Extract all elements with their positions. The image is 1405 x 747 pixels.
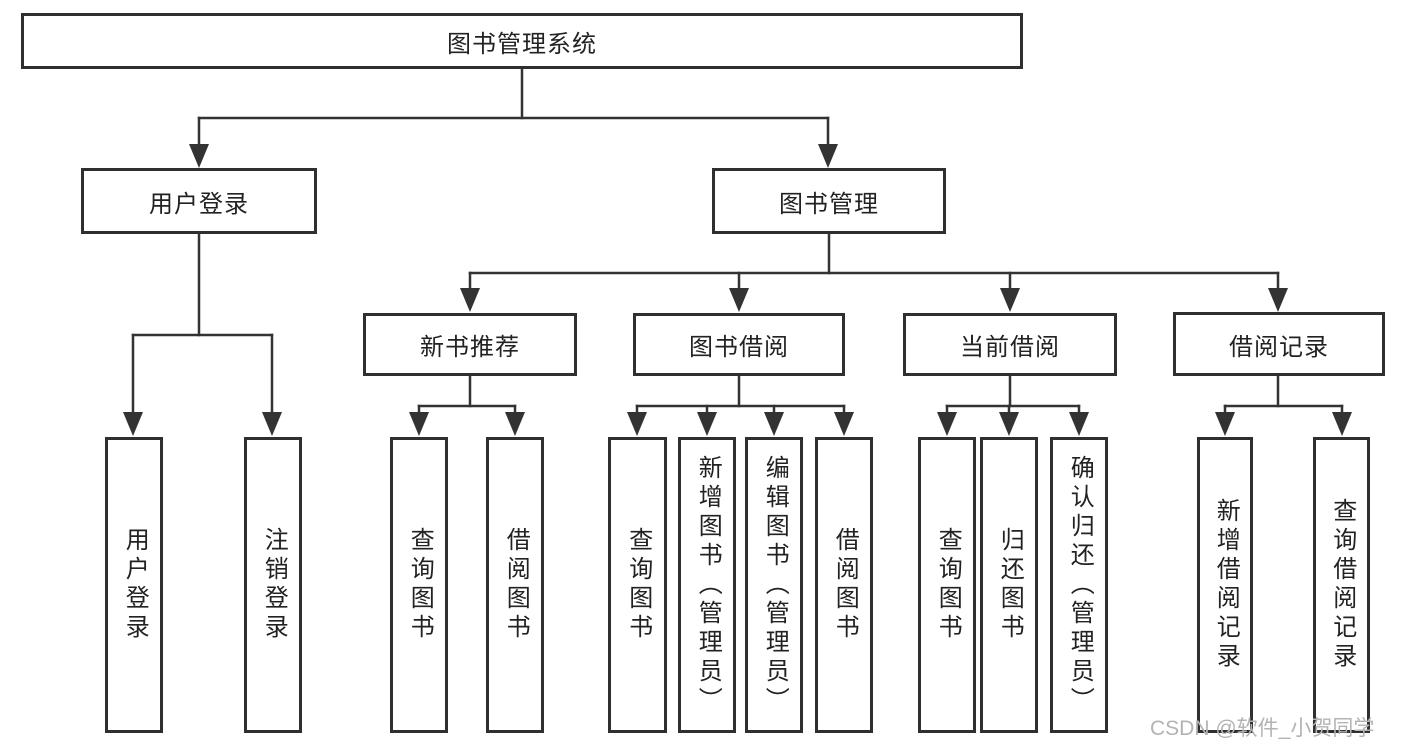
- leaf-logout-label: 注销登录: [260, 527, 288, 643]
- node-borrowing-records-label: 借阅记录: [1229, 333, 1329, 361]
- node-library-system: 图书管理系统: [21, 13, 1023, 69]
- leaf-query-books-recommend-label: 查询图书: [406, 527, 434, 643]
- leaf-borrow-books-recommend: 借阅图书: [486, 437, 544, 733]
- node-borrowing-records: 借阅记录: [1173, 312, 1385, 376]
- leaf-return-books: 归还图书: [980, 437, 1038, 733]
- leaf-add-borrow-record: 新增借阅记录: [1197, 437, 1253, 733]
- leaf-logout: 注销登录: [244, 437, 302, 733]
- node-current-borrowing: 当前借阅: [903, 313, 1117, 376]
- node-book-management-label: 图书管理: [779, 190, 879, 218]
- node-new-book-recommendation: 新书推荐: [363, 313, 577, 376]
- leaf-add-book-admin-label: 新增图书（管理员）: [694, 454, 722, 716]
- leaf-add-book-admin: 新增图书（管理员）: [678, 437, 736, 733]
- leaf-query-books-borrowing-label: 查询图书: [624, 527, 652, 643]
- leaf-borrow-books-label: 借阅图书: [831, 527, 859, 643]
- node-current-borrowing-label: 当前借阅: [960, 334, 1060, 361]
- leaf-query-borrow-record: 查询借阅记录: [1313, 437, 1370, 733]
- node-book-management: 图书管理: [712, 168, 946, 234]
- leaf-add-borrow-record-label: 新增借阅记录: [1212, 498, 1240, 672]
- leaf-confirm-return-admin-label: 确认归还（管理员）: [1066, 454, 1094, 716]
- leaf-query-books-current: 查询图书: [918, 437, 976, 733]
- node-book-borrowing: 图书借阅: [633, 313, 845, 376]
- node-user-login-label: 用户登录: [149, 190, 249, 218]
- leaf-return-books-label: 归还图书: [996, 527, 1024, 643]
- csdn-watermark: CSDN @软件_小贺同学: [1150, 717, 1375, 740]
- node-library-system-label: 图书管理系统: [447, 30, 597, 58]
- leaf-user-login-label: 用户登录: [121, 527, 149, 643]
- leaf-user-login: 用户登录: [105, 437, 163, 733]
- node-user-login: 用户登录: [81, 168, 317, 234]
- leaf-confirm-return-admin: 确认归还（管理员）: [1050, 437, 1108, 733]
- leaf-query-borrow-record-label: 查询借阅记录: [1328, 498, 1356, 672]
- leaf-edit-book-admin: 编辑图书（管理员）: [745, 437, 803, 733]
- node-new-book-recommendation-label: 新书推荐: [420, 334, 520, 361]
- leaf-query-books-current-label: 查询图书: [934, 527, 962, 643]
- leaf-edit-book-admin-label: 编辑图书（管理员）: [761, 454, 789, 716]
- leaf-borrow-books-recommend-label: 借阅图书: [502, 527, 530, 643]
- arrowheads: [123, 144, 1352, 436]
- leaf-borrow-books: 借阅图书: [815, 437, 873, 733]
- leaf-query-books-borrowing: 查询图书: [608, 437, 667, 733]
- leaf-query-books-recommend: 查询图书: [390, 437, 448, 733]
- node-book-borrowing-label: 图书借阅: [689, 334, 789, 361]
